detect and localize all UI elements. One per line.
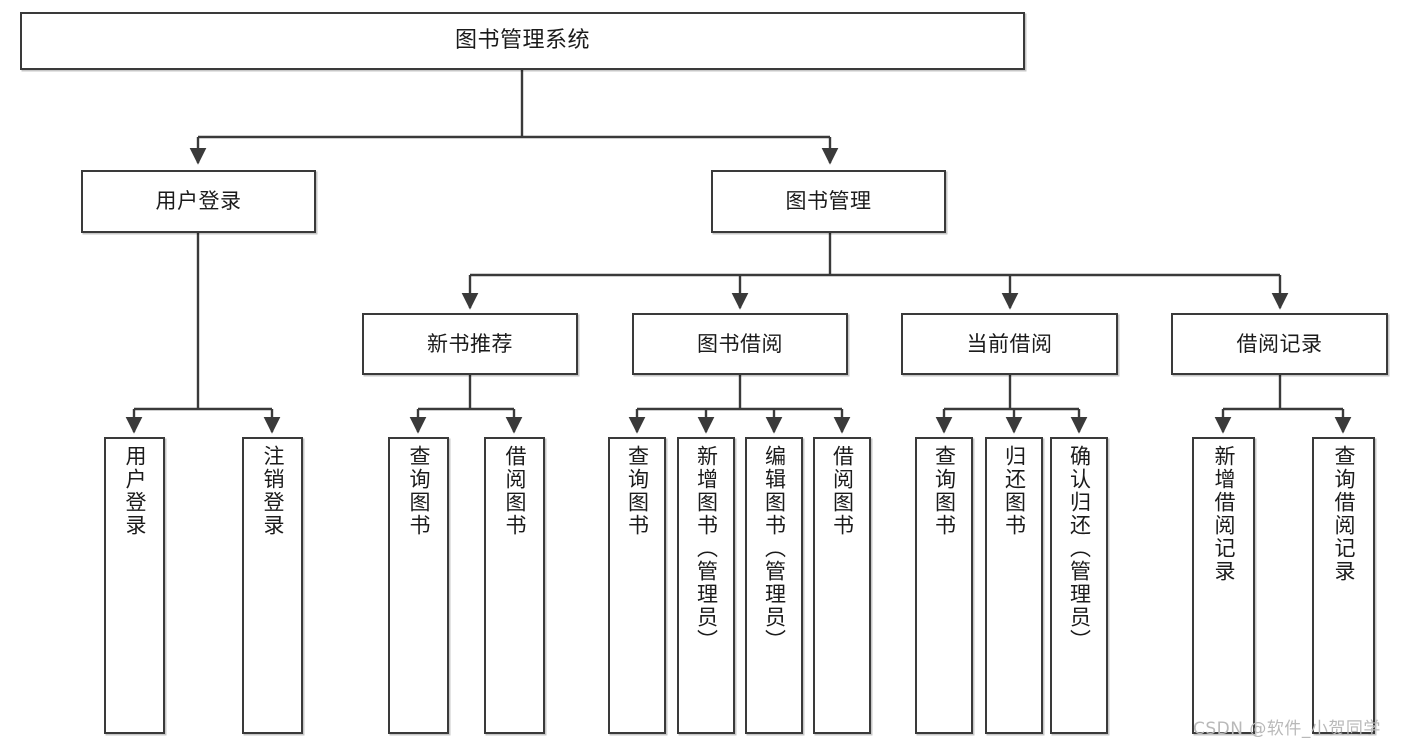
node-label: 当前借阅 (966, 331, 1053, 356)
leaf-current-return-book[interactable]: 归还图书 (985, 437, 1043, 734)
leaf-current-query-book[interactable]: 查询图书 (915, 437, 973, 734)
leaf-borrow-query-book[interactable]: 查询图书 (608, 437, 666, 734)
node-label: 新增借阅记录 (1211, 445, 1236, 583)
leaf-record-add-record[interactable]: 新增借阅记录 (1192, 437, 1255, 734)
node-label: 查询图书 (932, 445, 957, 537)
node-label: 借阅图书 (502, 445, 527, 537)
watermark-text: CSDN @软件_小贺同学 (1193, 719, 1381, 739)
leaf-borrow-borrow-book[interactable]: 借阅图书 (813, 437, 871, 734)
node-label: 新书推荐 (427, 331, 513, 356)
leaf-current-confirm-return-admin[interactable]: 确认归还（管理员） (1050, 437, 1108, 734)
node-label: 借阅记录 (1236, 331, 1323, 356)
node-label: 图书管理 (785, 189, 872, 214)
node-label: 查询借阅记录 (1331, 445, 1356, 583)
node-label: 注销登录 (260, 445, 285, 537)
node-label: 用户登录 (122, 445, 147, 537)
node-user-login[interactable]: 用户登录 (81, 170, 316, 233)
node-book-management[interactable]: 图书管理 (711, 170, 946, 233)
node-label: 查询图书 (625, 445, 650, 537)
node-book-borrow[interactable]: 图书借阅 (632, 313, 848, 375)
node-label: 确认归还（管理员） (1067, 445, 1092, 652)
node-label: 新增图书（管理员） (694, 445, 719, 652)
node-label: 编辑图书（管理员） (762, 445, 787, 652)
node-label: 归还图书 (1002, 445, 1027, 537)
node-label: 用户登录 (155, 189, 242, 214)
node-new-book-recommend[interactable]: 新书推荐 (362, 313, 578, 375)
node-label: 查询图书 (406, 445, 431, 537)
node-label: 借阅图书 (830, 445, 855, 537)
leaf-borrow-add-book-admin[interactable]: 新增图书（管理员） (677, 437, 735, 734)
leaf-user-login-login[interactable]: 用户登录 (104, 437, 165, 734)
node-root-system[interactable]: 图书管理系统 (20, 12, 1025, 70)
leaf-record-query-record[interactable]: 查询借阅记录 (1312, 437, 1375, 734)
leaf-user-login-logout[interactable]: 注销登录 (242, 437, 303, 734)
node-label: 图书管理系统 (454, 28, 590, 54)
node-current-borrow[interactable]: 当前借阅 (901, 313, 1118, 375)
node-label: 图书借阅 (697, 331, 783, 356)
leaf-recommend-query-book[interactable]: 查询图书 (388, 437, 449, 734)
leaf-borrow-edit-book-admin[interactable]: 编辑图书（管理员） (745, 437, 803, 734)
leaf-recommend-borrow-book[interactable]: 借阅图书 (484, 437, 545, 734)
node-borrow-record[interactable]: 借阅记录 (1171, 313, 1388, 375)
